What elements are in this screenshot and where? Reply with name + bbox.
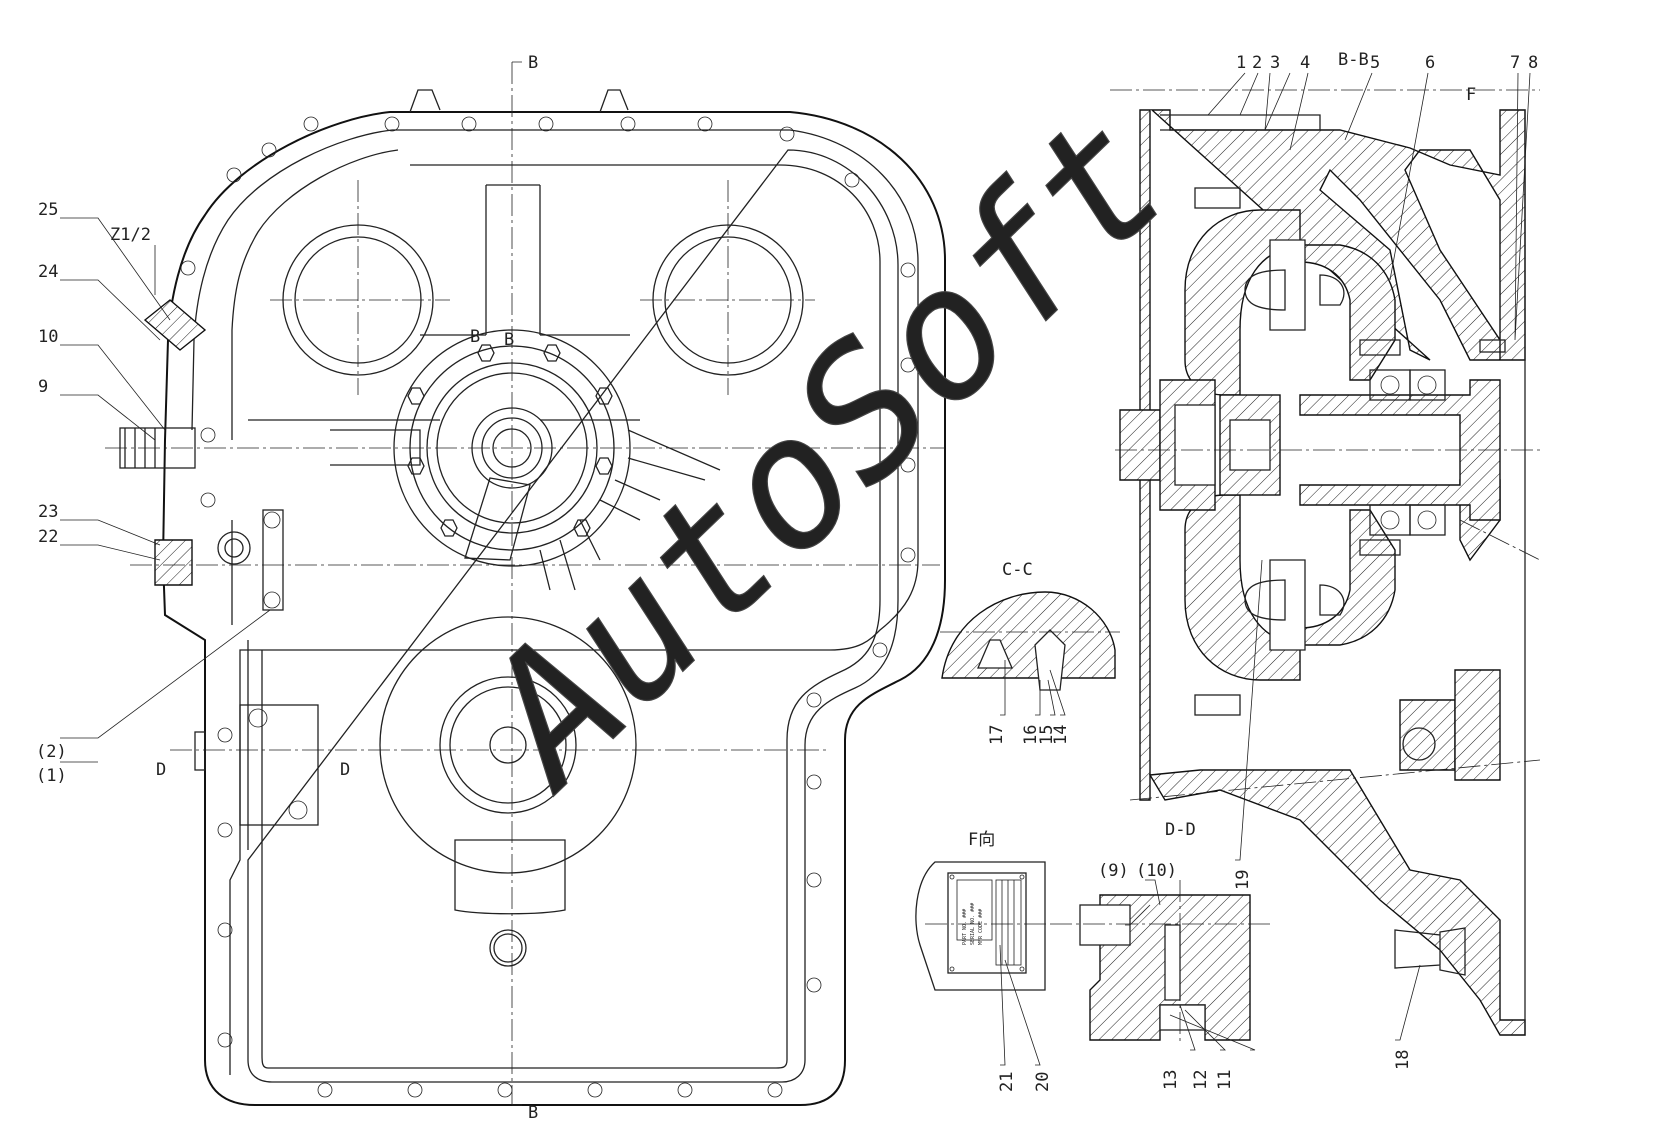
label-d-right: D bbox=[340, 760, 350, 780]
callout-10: 10 bbox=[38, 327, 58, 347]
callout-p2: (2) bbox=[36, 742, 67, 762]
label-f-view: F向 bbox=[968, 830, 995, 850]
callout-14: 14 bbox=[1051, 725, 1071, 745]
label-f-mark: F bbox=[1466, 85, 1476, 105]
callout-18: 18 bbox=[1393, 1050, 1413, 1070]
front-view-housing bbox=[105, 61, 946, 1106]
callout-15: 15 bbox=[1037, 725, 1057, 745]
callout-8: 8 bbox=[1528, 53, 1538, 73]
drain-plug bbox=[493, 933, 523, 963]
callout-6: 6 bbox=[1425, 53, 1435, 73]
callout-1: 1 bbox=[1236, 53, 1246, 73]
callout-3: 3 bbox=[1270, 53, 1280, 73]
callout-11: 11 bbox=[1215, 1070, 1235, 1090]
callout-12: 12 bbox=[1191, 1070, 1211, 1090]
callout-4: 4 bbox=[1300, 53, 1310, 73]
nameplate-serial-no: SERIAL NO. ### bbox=[970, 903, 976, 945]
callout-2: 2 bbox=[1252, 53, 1262, 73]
lower-boss bbox=[379, 616, 637, 874]
left-fittings bbox=[119, 299, 319, 826]
callout-16: 16 bbox=[1021, 725, 1041, 745]
vertical-channel bbox=[485, 184, 541, 335]
callout-9: 9 bbox=[38, 377, 48, 397]
label-dd-section: D-D bbox=[1165, 820, 1196, 840]
callout-22: 22 bbox=[38, 527, 58, 547]
callout-13: 13 bbox=[1161, 1070, 1181, 1090]
lower-boss-inner bbox=[439, 676, 577, 814]
channel-arms bbox=[248, 334, 640, 421]
section-bb bbox=[1110, 89, 1541, 1036]
callout-7: 7 bbox=[1510, 53, 1520, 73]
lower-boss-lug bbox=[454, 839, 566, 915]
section-cc bbox=[940, 591, 1120, 691]
callout-p10: (10) bbox=[1136, 861, 1177, 881]
nameplate-part-no: PART NO. ### bbox=[962, 909, 968, 945]
label-cc-section: C-C bbox=[1002, 560, 1033, 580]
label-d-left: D bbox=[156, 760, 166, 780]
label-z-thread: Z1/2 bbox=[110, 225, 151, 245]
label-b-bottom: B bbox=[528, 1103, 538, 1123]
callout-p1: (1) bbox=[36, 766, 67, 786]
lower-boss-bore bbox=[489, 726, 527, 764]
callout-25: 25 bbox=[38, 200, 58, 220]
nameplate-mfr-code: MFR CODE ### bbox=[978, 909, 984, 945]
callout-23: 23 bbox=[38, 502, 58, 522]
callout-19: 19 bbox=[1233, 870, 1253, 890]
section-dd bbox=[1050, 880, 1270, 1045]
housing-flange-line bbox=[191, 129, 919, 1075]
callout-21: 21 bbox=[997, 1072, 1017, 1092]
housing-inner-line-2 bbox=[261, 164, 881, 1069]
label-bb-section: B-B bbox=[1338, 50, 1369, 70]
leader-lines bbox=[60, 72, 1531, 1066]
label-b-top: B bbox=[528, 53, 538, 73]
housing-outer-contour bbox=[161, 111, 946, 1106]
f-view-nameplate: PART NO. ### SERIAL NO. ### MFR CODE ### bbox=[915, 861, 1050, 991]
label-b-center-left: B bbox=[470, 327, 480, 347]
flange-bolt-holes bbox=[180, 116, 916, 1098]
callout-p9: (9) bbox=[1098, 861, 1129, 881]
label-b-center-right: B bbox=[504, 330, 514, 350]
callout-24: 24 bbox=[38, 262, 58, 282]
drain-plug-ring bbox=[489, 929, 527, 967]
callout-17: 17 bbox=[987, 725, 1007, 745]
lower-boss-inner-2 bbox=[449, 686, 567, 804]
callout-5: 5 bbox=[1370, 53, 1380, 73]
watermark-autosoft: AutoSoft bbox=[438, 76, 1206, 827]
top-boss bbox=[409, 89, 629, 113]
callout-numbers: 1 2 3 4 5 6 7 8 9 10 11 12 13 14 15 16 1… bbox=[36, 53, 1538, 1092]
callout-20: 20 bbox=[1033, 1072, 1053, 1092]
housing-inner-line bbox=[231, 149, 899, 1083]
